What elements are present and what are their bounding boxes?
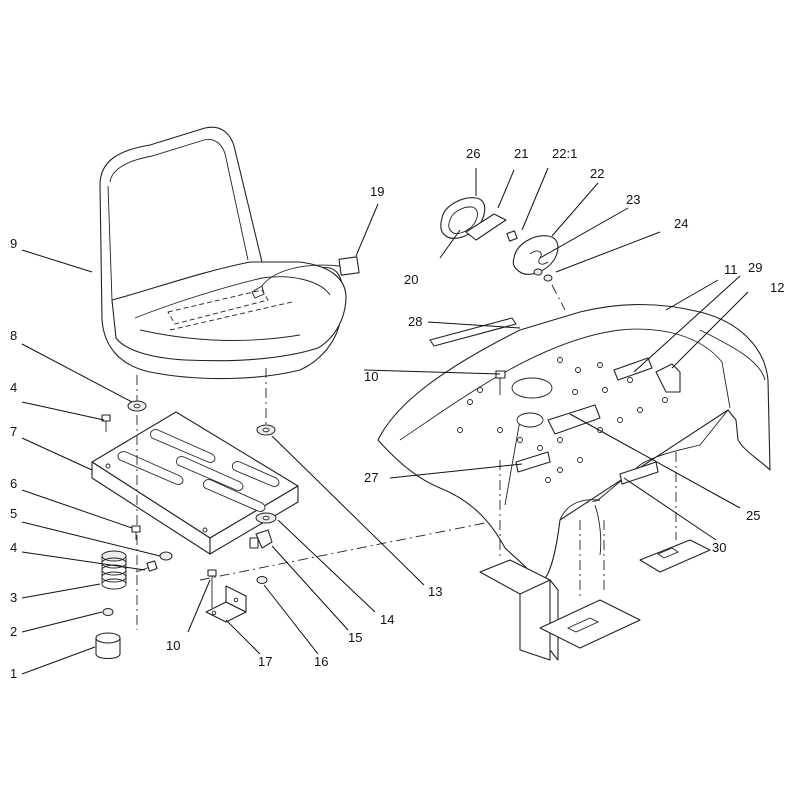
callout-13: 13: [428, 584, 442, 599]
seat: [99, 126, 360, 380]
callout-9: 9: [10, 236, 17, 251]
washer-5: [159, 551, 173, 561]
callout-27: 27: [364, 470, 378, 485]
frame: [479, 452, 711, 661]
callout-29: 29: [748, 260, 762, 275]
callout-2: 2: [10, 624, 17, 639]
bolt-4-upper: [101, 414, 111, 432]
callout-20: 20: [404, 272, 418, 287]
callout-25: 25: [746, 508, 760, 523]
callout-30: 30: [712, 540, 726, 555]
callout-labels: 1 2 3 4 4 5 6 7 8 9 10 10 11 12 13 14 15…: [10, 146, 784, 681]
callout-10-upper: 10: [364, 369, 378, 384]
callout-17: 17: [258, 654, 272, 669]
callout-28: 28: [408, 314, 422, 329]
callout-10-lower: 10: [166, 638, 180, 653]
callout-3: 3: [10, 590, 17, 605]
callout-1: 1: [10, 666, 17, 681]
bolt-6: [131, 525, 141, 540]
callout-6: 6: [10, 476, 17, 491]
nut-2: [102, 608, 114, 616]
callout-5: 5: [10, 506, 17, 521]
callout-7: 7: [10, 424, 17, 439]
bolt-10-lower: [207, 569, 217, 608]
callout-12: 12: [770, 280, 784, 295]
callout-26: 26: [466, 146, 480, 161]
leader-lines: [21, 167, 749, 675]
nut-16: [256, 576, 268, 584]
bracket-17: [205, 585, 247, 623]
callout-8: 8: [10, 328, 17, 343]
callout-16: 16: [314, 654, 328, 669]
knob-15: [249, 529, 273, 549]
callout-19: 19: [370, 184, 384, 199]
taillight-assembly: [440, 197, 566, 311]
callout-22: 22: [590, 166, 604, 181]
callout-21: 21: [514, 146, 528, 161]
spring: [101, 550, 127, 590]
callout-22-1: 22:1: [552, 146, 577, 161]
callout-4-upper: 4: [10, 380, 17, 395]
callout-23: 23: [626, 192, 640, 207]
seat-plate: [91, 411, 299, 555]
callout-14: 14: [380, 612, 394, 627]
bumper-1: [95, 632, 121, 660]
callout-15: 15: [348, 630, 362, 645]
callout-4-lower: 4: [10, 540, 17, 555]
callout-11: 11: [724, 262, 738, 277]
callout-24: 24: [674, 216, 688, 231]
bolt-10-upper: [495, 370, 506, 395]
bolt-4-lower: [135, 560, 158, 573]
fender: [377, 303, 771, 583]
